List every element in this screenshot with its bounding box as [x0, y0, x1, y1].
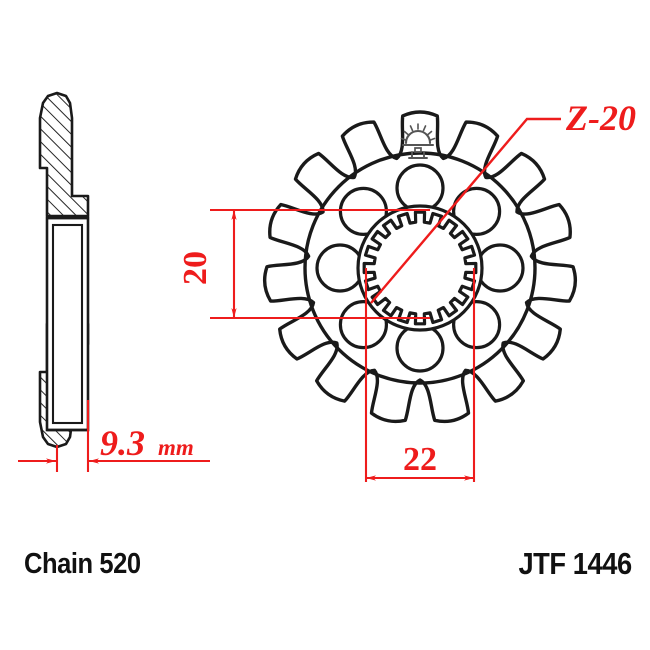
- spline-bore-profile: [362, 210, 478, 326]
- bore-vertical-dimension-label: 20: [177, 251, 214, 285]
- spline-callout-label: Z-20: [565, 98, 636, 138]
- side-section-view: [38, 91, 90, 449]
- lightening-hole: [475, 243, 525, 293]
- thickness-dimension-group: [18, 400, 210, 472]
- sunburst-icon: [400, 123, 436, 159]
- lightening-hole: [395, 323, 445, 373]
- lightening-hole: [315, 243, 365, 293]
- section-upper-tooth: [38, 91, 90, 218]
- bore-vertical-dimension-group: [210, 208, 430, 320]
- front-face-view: [262, 110, 578, 424]
- part-number-label: JTF 1446: [518, 546, 633, 581]
- bore-horizontal-dimension-label: 22: [403, 441, 437, 478]
- chain-size-label: Chain 520: [24, 548, 141, 580]
- thickness-units-label: mm: [158, 435, 194, 460]
- lightening-hole: [452, 186, 502, 236]
- section-web-inner: [51, 223, 84, 425]
- lightening-holes-ring: [315, 163, 525, 373]
- bore-horizontal-dimension-group: [364, 268, 476, 482]
- lightening-hole: [452, 300, 502, 350]
- lightening-hole: [338, 300, 388, 350]
- lightening-hole: [395, 163, 445, 213]
- spline-callout-leader: [370, 117, 561, 304]
- lightening-hole: [338, 186, 388, 236]
- hub-outer-circle: [303, 151, 537, 385]
- thickness-dimension-label: 9.3: [100, 423, 145, 463]
